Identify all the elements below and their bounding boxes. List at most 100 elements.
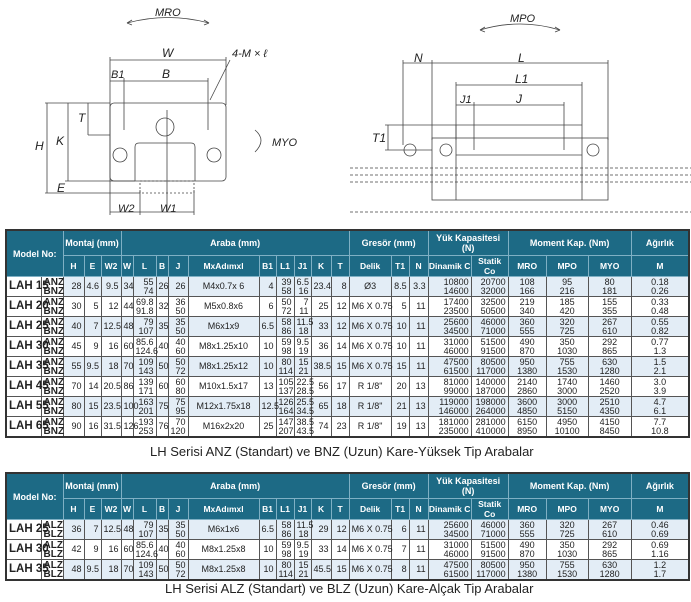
cell-n: 11 bbox=[408, 296, 429, 317]
cell-w2: 9.5 bbox=[100, 276, 122, 297]
front-view-diagram: MRO MYO W B B1 4-M × ℓ T K H E W2 W1 bbox=[35, 7, 298, 215]
dim-label: L1 bbox=[515, 72, 528, 86]
side-view-diagram: MPO N L L1 J1 J T1 bbox=[350, 13, 691, 213]
cell-k: 74 bbox=[310, 416, 332, 438]
araba-header: Araba (mm) bbox=[120, 229, 350, 256]
column-header: MPO bbox=[545, 255, 589, 277]
column-header: MxAdımxl bbox=[187, 498, 260, 520]
cell-mxad-mxl: M6x1x9 bbox=[187, 316, 260, 337]
cell-value: 17400 bbox=[443, 296, 469, 307]
dim-label: L bbox=[518, 51, 525, 65]
dim-label: J1 bbox=[459, 94, 472, 106]
cell-value: 50 bbox=[175, 356, 186, 367]
cell-b: 75 bbox=[155, 396, 169, 417]
cell-value: 86 bbox=[281, 325, 292, 336]
column-header: B bbox=[155, 498, 169, 520]
cell-value: 420 bbox=[559, 305, 575, 316]
cell-w: 60 bbox=[120, 336, 134, 357]
cell-w2: 12.5 bbox=[100, 519, 122, 540]
cell-value: 140000 bbox=[475, 376, 506, 387]
cell-t1: 15 bbox=[390, 356, 410, 377]
cell-e: 7 bbox=[83, 519, 102, 540]
cell-value: 117000 bbox=[476, 568, 506, 579]
cell-value: 4950 bbox=[557, 416, 578, 427]
cell-n: 3.3 bbox=[408, 276, 429, 297]
cell-t1: 10 bbox=[390, 316, 410, 337]
model-type: BNZ bbox=[43, 425, 65, 437]
cell-w: 126 bbox=[120, 416, 139, 438]
cell-value: 292 bbox=[602, 539, 618, 550]
cell-t: 12 bbox=[330, 519, 350, 540]
montaj-header: Montaj (mm) bbox=[62, 229, 122, 256]
moment-mro-label: MRO bbox=[155, 7, 181, 19]
cell-value: 725 bbox=[559, 325, 575, 336]
cell-value: 355 bbox=[602, 305, 618, 316]
cell-value: 71000 bbox=[480, 528, 506, 539]
agirlik-header: Ağırlık bbox=[630, 229, 690, 256]
column-header: MPO bbox=[545, 498, 589, 520]
cell-value: 8950 bbox=[517, 425, 538, 436]
cell-value: 610 bbox=[602, 325, 618, 336]
cell-value: 39 bbox=[281, 276, 292, 287]
cell-w: 70 bbox=[120, 356, 134, 377]
cell-value: 23500 bbox=[443, 305, 469, 316]
cell-b1: 6.5 bbox=[258, 316, 277, 337]
cell-value: 1380 bbox=[517, 365, 538, 376]
cell-value: 99000 bbox=[443, 385, 469, 396]
cell-value: 60 bbox=[175, 376, 186, 387]
cell-n: 11 bbox=[408, 356, 429, 377]
cell-value: 166 bbox=[519, 285, 535, 296]
cell-value: 216 bbox=[559, 285, 575, 296]
column-header: T1 bbox=[390, 255, 410, 277]
cell-h: 70 bbox=[62, 376, 85, 397]
dim-label: T bbox=[78, 111, 87, 125]
cell-b1: 6 bbox=[258, 296, 277, 317]
dim-label: B bbox=[162, 67, 170, 81]
cell-value: 38.5 bbox=[296, 416, 315, 427]
cell-value: 20700 bbox=[480, 276, 506, 287]
column-header: J1 bbox=[293, 498, 312, 520]
table1-caption: LH Serisi ANZ (Standart) ve BNZ (Uzun) K… bbox=[150, 444, 534, 459]
cell-delik: R 1/8" bbox=[348, 396, 392, 417]
cell-h: 40 bbox=[62, 316, 85, 337]
cell-value: 72 bbox=[175, 568, 186, 579]
cell-w: 34 bbox=[120, 276, 134, 297]
cell-value: 70 bbox=[175, 416, 186, 427]
cell-mxad-mxl: M8x1.25x10 bbox=[187, 336, 260, 357]
cell-value: 143 bbox=[138, 568, 154, 579]
cell-value: 9.5 bbox=[296, 539, 310, 550]
cell-value: 91.8 bbox=[136, 305, 154, 316]
cell-e: 9 bbox=[83, 336, 102, 357]
column-header: H bbox=[62, 498, 85, 520]
cell-value: 46000 bbox=[480, 519, 506, 530]
model-name: LAH 15 bbox=[5, 276, 49, 297]
dim-label: E bbox=[57, 181, 66, 195]
cell-value: 58 bbox=[281, 316, 292, 327]
dim-label: J bbox=[515, 92, 523, 106]
cell-value: 292 bbox=[602, 336, 618, 347]
cell-value: 1030 bbox=[557, 548, 578, 559]
cell-value: 0.18 bbox=[651, 276, 669, 287]
column-header: Delik bbox=[348, 255, 392, 277]
cell-value: 137 bbox=[278, 385, 294, 396]
cell-value: 34.5 bbox=[296, 405, 315, 416]
cell-e: 9.5 bbox=[83, 356, 102, 377]
column-header: H bbox=[62, 255, 85, 277]
cell-value: 6.5 bbox=[296, 276, 310, 287]
